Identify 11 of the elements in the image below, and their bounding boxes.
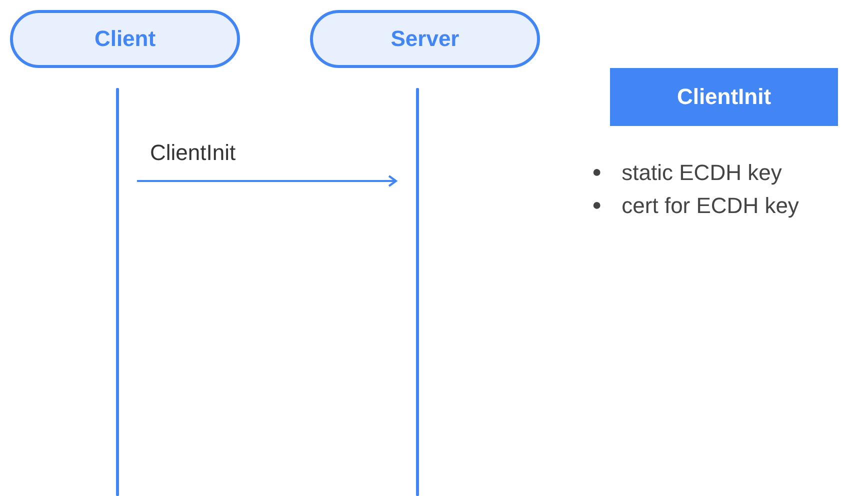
lifeline xyxy=(416,88,419,496)
bullet-text: static ECDH key xyxy=(622,159,783,187)
actor-pill: Client xyxy=(10,10,240,68)
bullet-dot: ● xyxy=(592,196,602,216)
bullet-text: cert for ECDH key xyxy=(622,192,799,220)
message-header-box: ClientInit xyxy=(610,68,838,126)
message-arrow xyxy=(137,175,397,187)
actor-pill: Server xyxy=(310,10,540,68)
lifeline xyxy=(116,88,119,496)
edge-label: ClientInit xyxy=(150,140,236,166)
bullet-dot: ● xyxy=(592,163,602,183)
